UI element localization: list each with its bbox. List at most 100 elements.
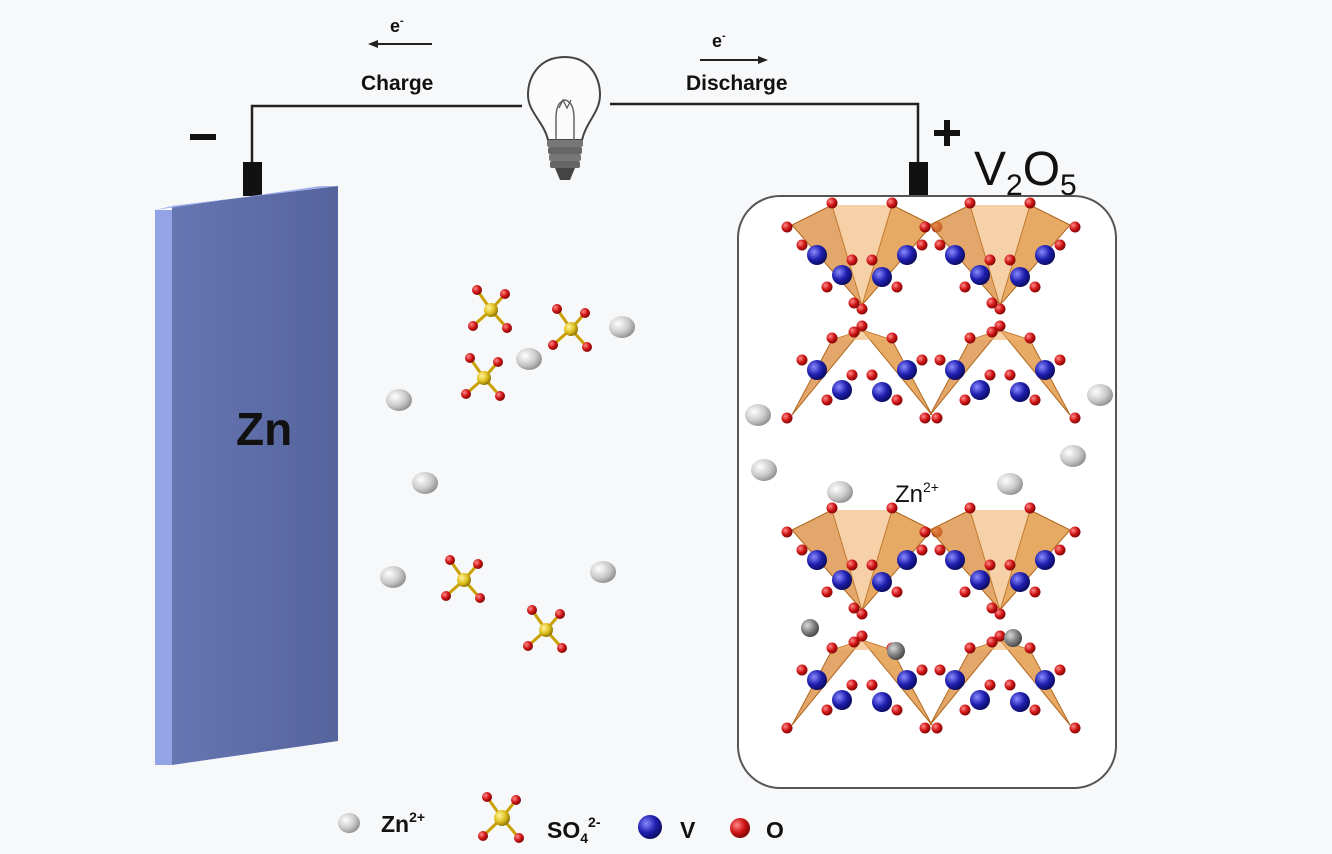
legend-sulfate-icon bbox=[478, 792, 524, 843]
oxygen-atom bbox=[1029, 704, 1041, 716]
vanadium-atom bbox=[897, 360, 917, 380]
oxygen-atom bbox=[866, 254, 878, 266]
zn-ion-intercalated bbox=[801, 619, 819, 637]
vanadium-atom bbox=[945, 550, 965, 570]
oxygen-atom bbox=[919, 221, 931, 233]
oxygen-atom bbox=[826, 502, 838, 514]
light-bulb-icon bbox=[526, 55, 602, 180]
v2o5-sheet bbox=[781, 320, 1081, 424]
oxygen-atom bbox=[866, 559, 878, 571]
oxygen-atom bbox=[919, 722, 931, 734]
oxygen-atom bbox=[934, 239, 946, 251]
cathode-formula: V2O5 bbox=[974, 143, 1077, 202]
oxygen-atom bbox=[821, 586, 833, 598]
oxygen-atom bbox=[1054, 664, 1066, 676]
oxygen-atom bbox=[934, 544, 946, 556]
zn-ion bbox=[997, 473, 1023, 495]
oxygen-atom bbox=[848, 636, 860, 648]
oxygen-atom bbox=[1029, 586, 1041, 598]
vanadium-atom bbox=[1035, 550, 1055, 570]
oxygen-atom bbox=[781, 722, 793, 734]
oxygen-atom bbox=[848, 326, 860, 338]
oxygen-atom bbox=[856, 303, 868, 315]
oxygen-atom bbox=[796, 544, 808, 556]
vanadium-atom bbox=[970, 265, 990, 285]
oxygen-atom bbox=[1024, 502, 1036, 514]
vanadium-atom bbox=[945, 670, 965, 690]
oxygen-atom bbox=[959, 394, 971, 406]
zn-ion bbox=[827, 481, 853, 503]
vanadium-atom bbox=[872, 267, 892, 287]
sulfate-ion bbox=[548, 304, 592, 352]
minus-sign bbox=[190, 134, 216, 140]
vanadium-atom bbox=[1035, 670, 1055, 690]
oxygen-atom bbox=[986, 326, 998, 338]
legend-zn-label: Zn2+ bbox=[381, 809, 425, 837]
zn-ion bbox=[380, 566, 406, 588]
oxygen-atom bbox=[984, 254, 996, 266]
electrolyte-ions bbox=[380, 285, 635, 653]
sulfate-ion bbox=[523, 605, 567, 653]
vanadium-atom bbox=[897, 245, 917, 265]
oxygen-atom bbox=[984, 559, 996, 571]
sulfate-ion bbox=[468, 285, 512, 333]
vanadium-atom bbox=[945, 245, 965, 265]
oxygen-atom bbox=[994, 630, 1006, 642]
oxygen-atom bbox=[994, 608, 1006, 620]
oxygen-atom bbox=[964, 332, 976, 344]
oxygen-atom bbox=[916, 354, 928, 366]
wire-left bbox=[250, 104, 522, 168]
oxygen-atom bbox=[796, 354, 808, 366]
oxygen-atom bbox=[984, 369, 996, 381]
oxygen-atom bbox=[848, 297, 860, 309]
legend-vanadium-icon bbox=[638, 815, 662, 839]
oxygen-atom bbox=[964, 642, 976, 654]
oxygen-atom bbox=[964, 197, 976, 209]
legend-vanadium-label: V bbox=[680, 817, 696, 843]
oxygen-atom bbox=[934, 354, 946, 366]
oxygen-atom bbox=[984, 679, 996, 691]
oxygen-atom bbox=[781, 526, 793, 538]
vanadium-atom bbox=[872, 692, 892, 712]
oxygen-atom bbox=[886, 502, 898, 514]
oxygen-atom bbox=[1054, 239, 1066, 251]
oxygen-atom bbox=[846, 559, 858, 571]
zn-ion bbox=[745, 404, 771, 426]
discharge-label: Discharge bbox=[686, 72, 788, 95]
oxygen-atom bbox=[891, 586, 903, 598]
oxygen-atom bbox=[796, 239, 808, 251]
wire-right bbox=[610, 102, 920, 168]
oxygen-atom bbox=[1004, 559, 1016, 571]
oxygen-atom bbox=[994, 320, 1006, 332]
oxygen-atom bbox=[848, 602, 860, 614]
vanadium-atom bbox=[832, 380, 852, 400]
oxygen-atom bbox=[826, 642, 838, 654]
oxygen-atom bbox=[931, 722, 943, 734]
zn-anode: Zn bbox=[155, 186, 338, 765]
vanadium-atom bbox=[1010, 572, 1030, 592]
vanadium-atom bbox=[872, 382, 892, 402]
vanadium-atom bbox=[807, 550, 827, 570]
vanadium-atom bbox=[970, 380, 990, 400]
oxygen-atom bbox=[1069, 526, 1081, 538]
legend-sulfate-label: SO42- bbox=[547, 814, 601, 846]
oxygen-atom bbox=[959, 704, 971, 716]
zn-ion bbox=[1087, 384, 1113, 406]
oxygen-atom bbox=[1029, 394, 1041, 406]
vanadium-atom bbox=[945, 360, 965, 380]
zn-ion bbox=[386, 389, 412, 411]
oxygen-atom bbox=[846, 369, 858, 381]
oxygen-atom bbox=[891, 394, 903, 406]
oxygen-atom bbox=[891, 281, 903, 293]
oxygen-atom bbox=[959, 586, 971, 598]
oxygen-atom bbox=[856, 608, 868, 620]
zn-ion bbox=[751, 459, 777, 481]
oxygen-atom bbox=[826, 332, 838, 344]
legend: Zn2+ SO42- V O bbox=[338, 792, 784, 846]
oxygen-atom bbox=[826, 197, 838, 209]
oxygen-atom bbox=[886, 332, 898, 344]
vanadium-atom bbox=[832, 690, 852, 710]
vanadium-atom bbox=[1010, 692, 1030, 712]
oxygen-atom bbox=[916, 544, 928, 556]
